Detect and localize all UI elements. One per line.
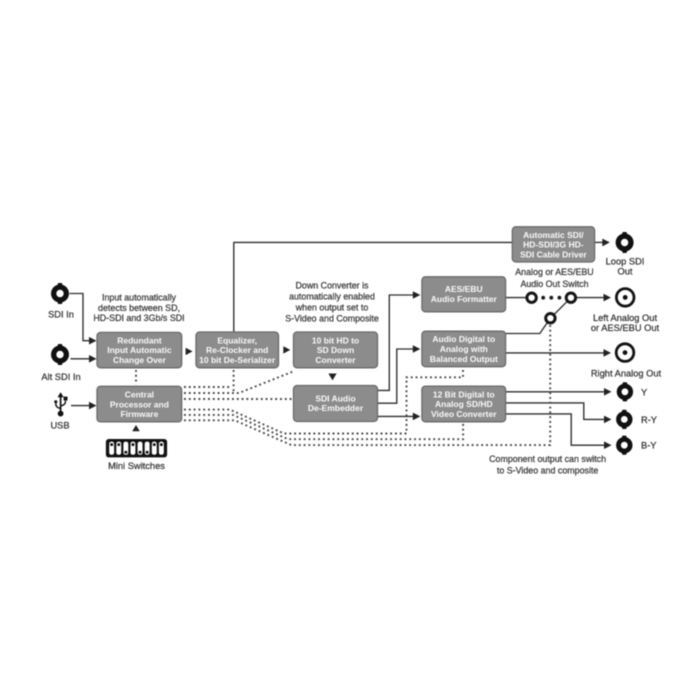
svg-text:Mini Switches: Mini Switches: [108, 461, 165, 471]
svg-text:Down Converter is: Down Converter is: [296, 280, 370, 290]
svg-text:USB: USB: [50, 420, 69, 430]
svg-text:Analog SD/HD: Analog SD/HD: [435, 399, 493, 409]
svg-text:Central: Central: [125, 390, 154, 400]
svg-text:Right Analog Out: Right Analog Out: [591, 368, 662, 378]
svg-text:S-Video and Composite: S-Video and Composite: [285, 314, 379, 324]
svg-text:Loop SDI: Loop SDI: [606, 256, 645, 266]
svg-text:SD Down: SD Down: [317, 345, 354, 355]
svg-text:detects between SD,: detects between SD,: [98, 303, 180, 313]
svg-text:when output set to: when output set to: [295, 303, 369, 313]
svg-text:Component output can switch: Component output can switch: [489, 454, 606, 464]
svg-text:automatically enabled: automatically enabled: [289, 291, 375, 301]
svg-text:10 bit De-Serializer: 10 bit De-Serializer: [199, 355, 276, 365]
svg-text:Out: Out: [618, 266, 633, 276]
svg-text:HD-SDI/3G HD-: HD-SDI/3G HD-: [523, 240, 584, 250]
svg-text:Equalizer,: Equalizer,: [217, 335, 257, 345]
svg-text:Automatic SDI/: Automatic SDI/: [523, 230, 584, 240]
svg-text:SDI In: SDI In: [48, 310, 74, 320]
svg-text:Input automatically: Input automatically: [102, 293, 177, 303]
svg-text:to S-Video and composite: to S-Video and composite: [497, 465, 599, 475]
svg-text:Alt SDI In: Alt SDI In: [41, 372, 80, 382]
svg-text:B-Y: B-Y: [641, 441, 657, 451]
svg-text:Re-Clocker and: Re-Clocker and: [206, 345, 268, 355]
svg-text:R-Y: R-Y: [641, 415, 657, 425]
svg-text:or AES/EBU Out: or AES/EBU Out: [591, 323, 660, 333]
svg-text:Audio Formatter: Audio Formatter: [431, 294, 498, 304]
svg-text:AES/EBU: AES/EBU: [445, 284, 483, 294]
svg-text:Left Analog Out: Left Analog Out: [593, 313, 658, 323]
svg-text:SDI Audio: SDI Audio: [315, 393, 355, 403]
svg-text:Video Converter: Video Converter: [431, 409, 497, 419]
svg-text:Analog with: Analog with: [440, 344, 488, 354]
svg-text:Firmware: Firmware: [121, 409, 159, 419]
svg-text:Balanced Output: Balanced Output: [430, 354, 498, 364]
svg-text:Redundant: Redundant: [117, 335, 162, 345]
svg-text:Y: Y: [641, 387, 647, 397]
svg-text:Change Over: Change Over: [113, 355, 167, 365]
svg-text:De-Embedder: De-Embedder: [308, 403, 364, 413]
svg-text:Processor and: Processor and: [110, 399, 169, 409]
svg-text:Analog or AES/EBU: Analog or AES/EBU: [515, 267, 593, 277]
svg-text:SDI Cable Driver: SDI Cable Driver: [520, 249, 587, 259]
svg-text:10 bit HD to: 10 bit HD to: [312, 335, 359, 345]
svg-text:HD-SDI and 3Gb/s SDI: HD-SDI and 3Gb/s SDI: [93, 313, 184, 323]
svg-text:Converter: Converter: [315, 355, 356, 365]
svg-text:Input Automatic: Input Automatic: [107, 345, 172, 355]
svg-text:12 Bit Digital to: 12 Bit Digital to: [433, 389, 495, 399]
svg-text:Audio Out Switch: Audio Out Switch: [520, 279, 588, 289]
svg-text:Audio Digital to: Audio Digital to: [432, 334, 495, 344]
